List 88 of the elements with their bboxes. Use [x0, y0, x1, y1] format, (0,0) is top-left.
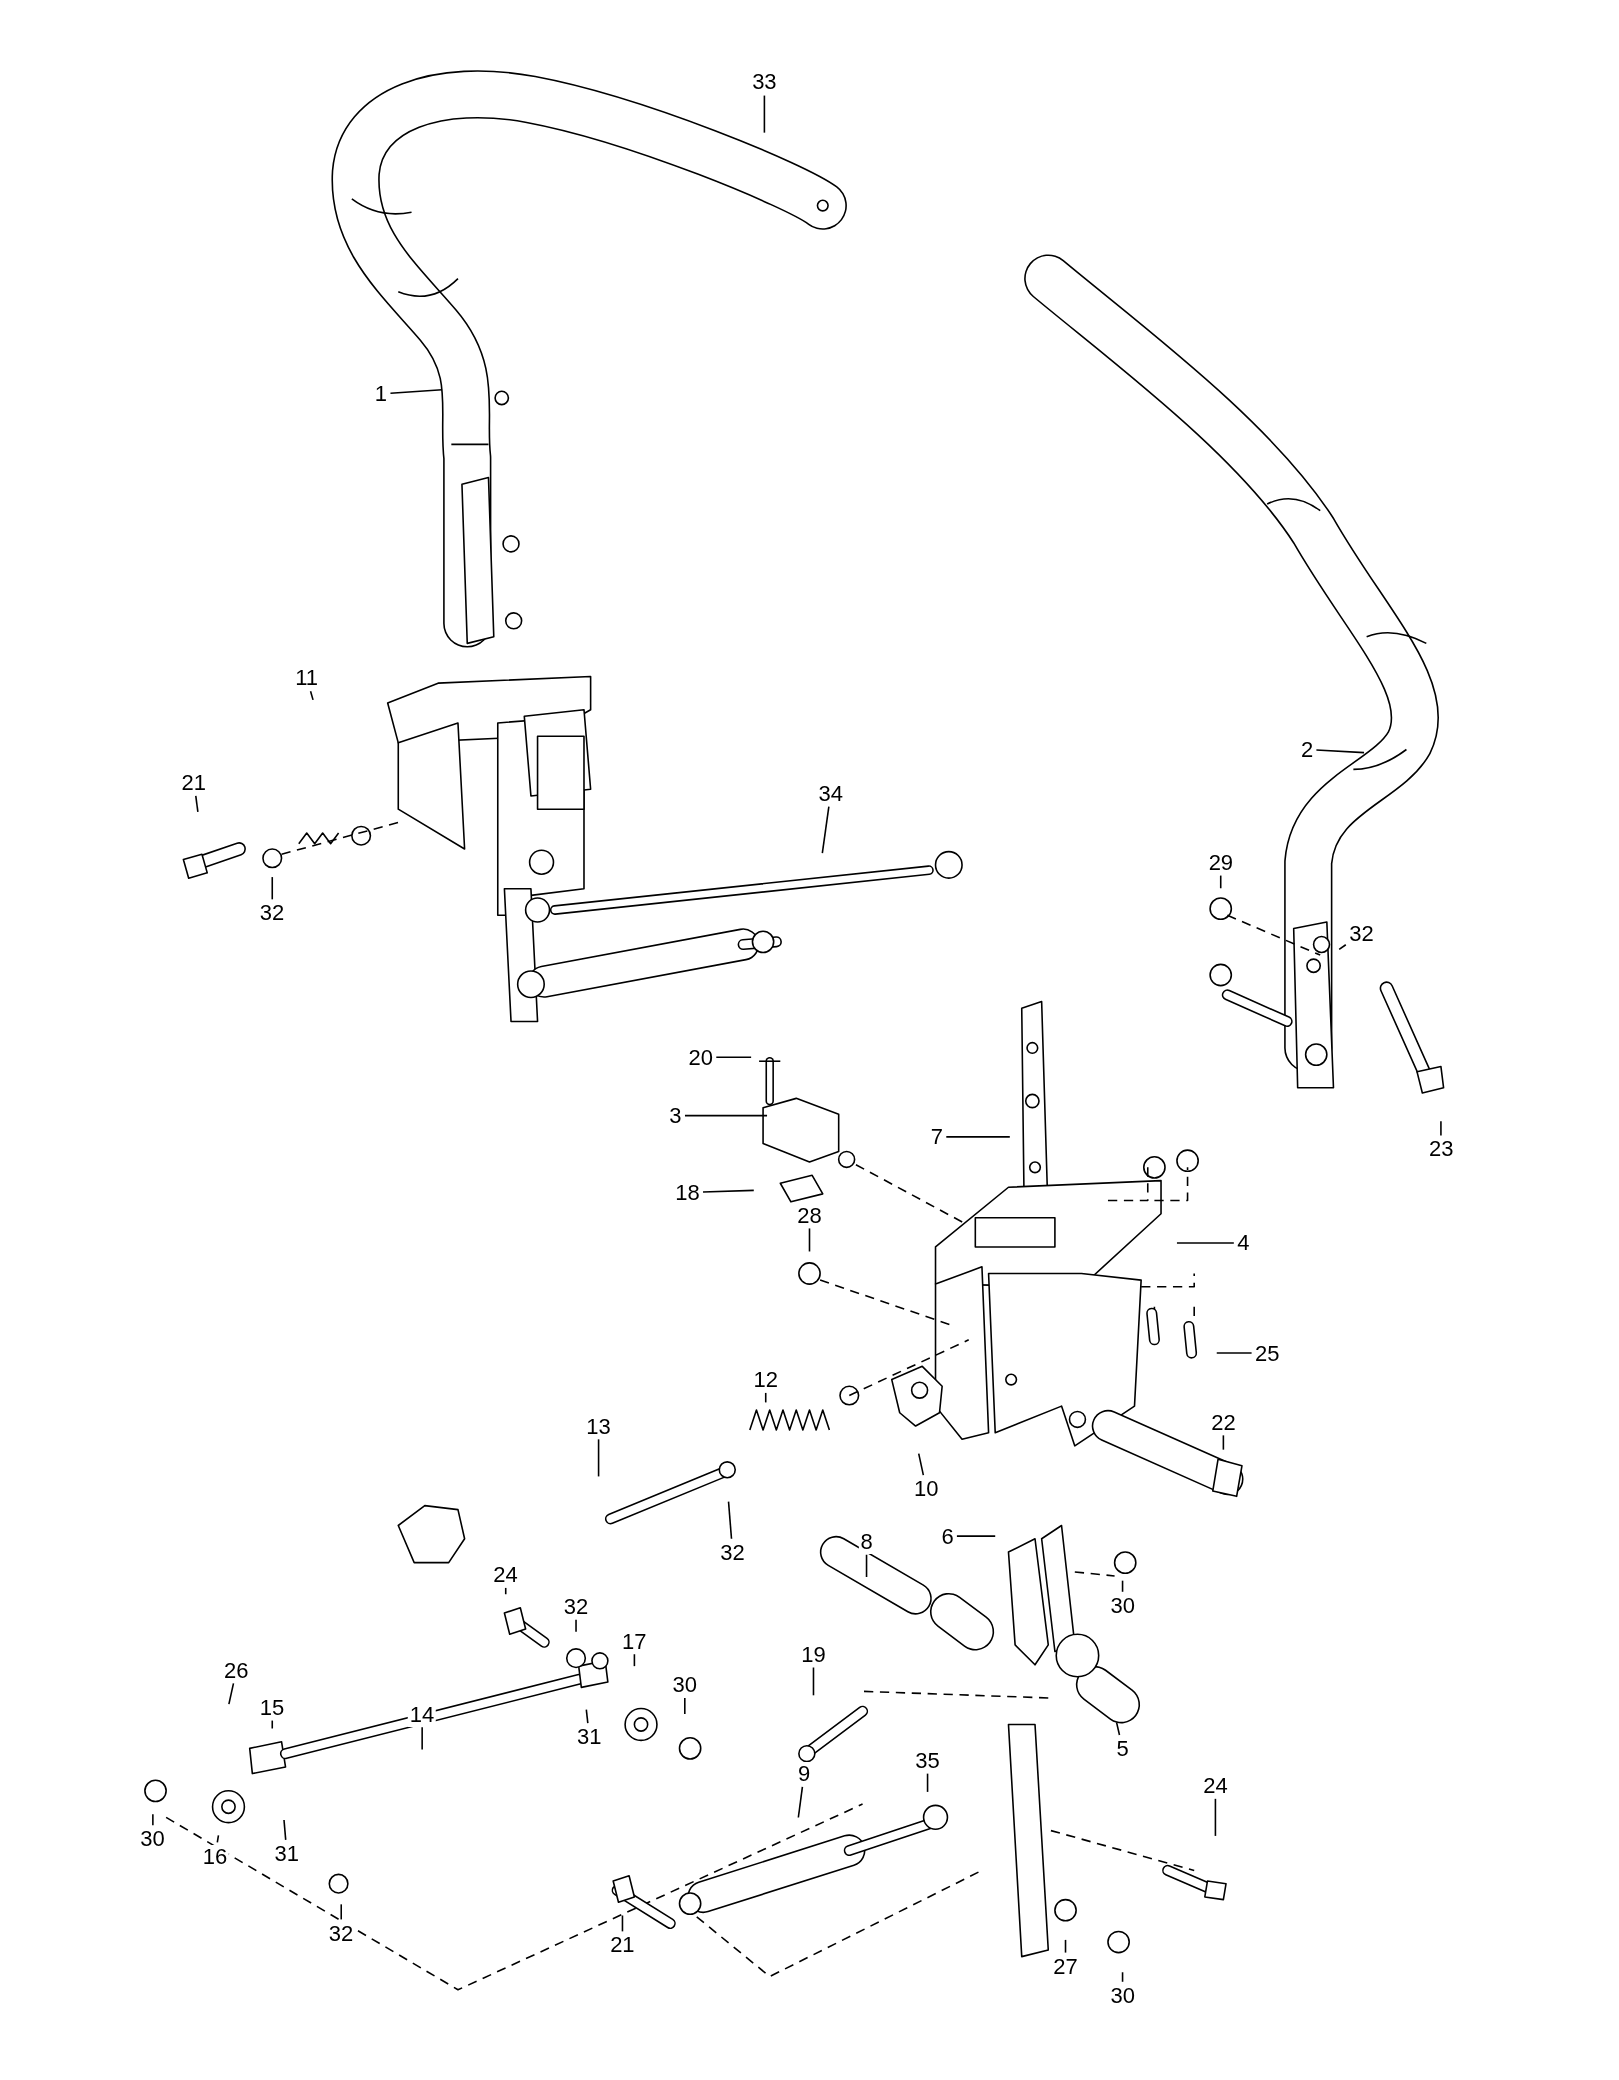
- callout-number: 16: [202, 1843, 228, 1869]
- leader-line: [684, 1114, 768, 1117]
- callout-number: 11: [295, 665, 318, 691]
- leader-line: [194, 795, 199, 813]
- callout-number: 26: [223, 1657, 249, 1683]
- leader-line: [821, 805, 830, 854]
- leader-line: [575, 1618, 577, 1633]
- callout-number: 31: [274, 1840, 299, 1866]
- leader-line: [309, 690, 314, 701]
- leader-line: [1176, 1242, 1235, 1244]
- leader-line: [1219, 874, 1222, 890]
- leader-line: [865, 1553, 868, 1578]
- leader-line: [727, 1500, 733, 1540]
- leader-line: [917, 1452, 925, 1476]
- leader-line: [421, 1726, 423, 1751]
- callout-number: 6: [941, 1523, 954, 1549]
- leader-line: [389, 388, 443, 395]
- callout-number: 14: [409, 1701, 435, 1727]
- callout-number: 21: [610, 1932, 635, 1958]
- callout-number: 22: [1211, 1409, 1236, 1435]
- callout-number: 35: [915, 1748, 940, 1773]
- leader-line: [808, 1227, 811, 1253]
- callout-number: 4: [1237, 1230, 1250, 1256]
- callout-number: 30: [140, 1826, 165, 1852]
- leader-line: [271, 876, 274, 901]
- callout-number: 30: [1110, 1982, 1135, 2008]
- callout-number: 28: [797, 1202, 822, 1228]
- leader-line: [1121, 1579, 1124, 1593]
- callout-number: 20: [688, 1044, 713, 1070]
- callout-number: 33: [752, 69, 777, 95]
- callout-number: 32: [563, 1594, 589, 1620]
- leader-line: [1215, 1352, 1253, 1354]
- leader-line: [926, 1772, 929, 1793]
- leader-line: [1440, 1120, 1442, 1137]
- callout-number: 12: [753, 1367, 778, 1393]
- callout-number: 27: [1053, 1953, 1078, 1979]
- callout-number: 30: [1110, 1592, 1135, 1618]
- callout-number: 31: [576, 1724, 602, 1750]
- leader-line: [283, 1819, 287, 1841]
- callout-number: 19: [801, 1641, 826, 1667]
- leader-line: [621, 1914, 624, 1933]
- leader-line: [228, 1682, 235, 1705]
- callout-number: 1: [374, 381, 387, 407]
- callout-number: 5: [1116, 1736, 1129, 1762]
- callout-number: 30: [672, 1672, 697, 1698]
- leader-line: [504, 1587, 507, 1596]
- callout-number: 25: [1255, 1340, 1280, 1366]
- callout-number: 32: [328, 1920, 354, 1946]
- leader-line: [340, 1903, 343, 1921]
- callout-number: 13: [586, 1413, 611, 1439]
- callout-number: 18: [675, 1180, 700, 1205]
- callout-number: 3: [669, 1103, 682, 1129]
- callout-number: 32: [1349, 921, 1374, 947]
- callout-number: 34: [818, 780, 843, 806]
- callout-number: 8: [860, 1529, 873, 1554]
- leader-line: [216, 1834, 220, 1844]
- leader-line: [797, 1786, 804, 1819]
- leader-line: [152, 1813, 154, 1827]
- callout-number: 2: [1301, 736, 1314, 762]
- leader-line: [1115, 1721, 1121, 1736]
- callout-number: 10: [914, 1475, 939, 1501]
- leader-line: [1315, 749, 1365, 754]
- leader-line: [271, 1719, 274, 1730]
- leader-line: [764, 1392, 767, 1404]
- leader-line: [684, 1697, 686, 1715]
- leader-line: [956, 1535, 996, 1537]
- callout-number: 21: [181, 769, 206, 795]
- leader-line: [702, 1189, 755, 1193]
- callout-number: 9: [798, 1761, 811, 1787]
- leader-line: [1214, 1798, 1217, 1837]
- callout-number: 23: [1428, 1136, 1454, 1162]
- callout-number: 24: [1203, 1773, 1228, 1799]
- callout-number: 32: [720, 1539, 745, 1565]
- callout-number: 29: [1208, 849, 1234, 875]
- leader-line: [1338, 943, 1347, 951]
- leader-line: [945, 1136, 1011, 1138]
- leader-line: [1064, 1939, 1067, 1954]
- callout-number: 17: [622, 1628, 647, 1654]
- leader-line: [715, 1056, 752, 1059]
- leader-line: [585, 1708, 589, 1724]
- leader-line: [812, 1666, 815, 1697]
- callout-number: 24: [493, 1562, 518, 1588]
- callout-number: 15: [259, 1694, 285, 1720]
- callout-number: 7: [930, 1124, 943, 1150]
- leader-line: [597, 1438, 600, 1478]
- leader-line: [1121, 1971, 1124, 1983]
- callout-number: 32: [259, 900, 285, 925]
- leader-line: [763, 94, 766, 134]
